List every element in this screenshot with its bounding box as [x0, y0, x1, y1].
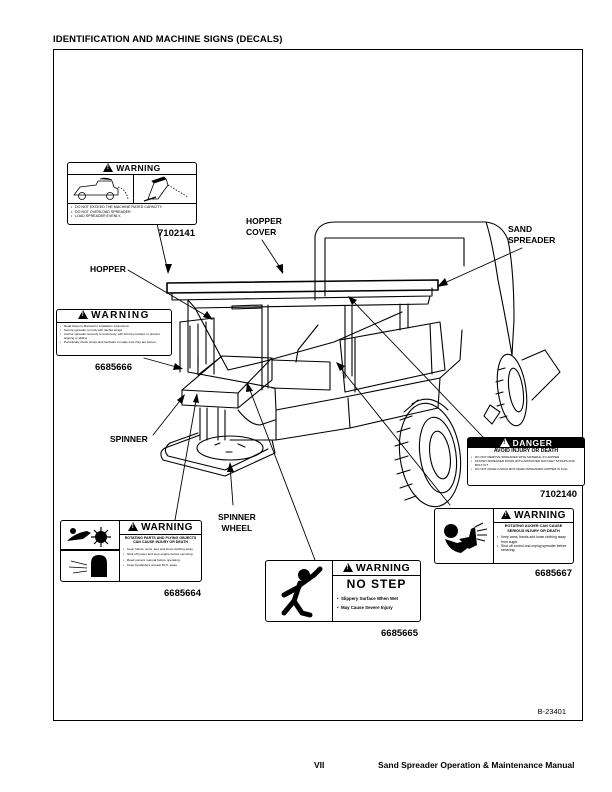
- hopper: [166, 279, 439, 391]
- decal-text-panel: WARNING NO STEP Slippery Surface When We…: [333, 561, 420, 621]
- decal-header: WARNING: [494, 509, 573, 523]
- part-number-7102140: 7102140: [540, 489, 577, 500]
- decal-pictograms: [68, 175, 196, 204]
- decal-pictograms: [61, 521, 120, 581]
- callout-sand-spreader-line1: SAND: [508, 224, 533, 234]
- decal-bullet: Keep bystanders at least 60 ft. away.: [123, 563, 198, 569]
- section-title: IDENTIFICATION AND MACHINE SIGNS (DECALS…: [53, 34, 283, 45]
- decal-header-text: WARNING: [141, 522, 193, 533]
- callout-hopper: HOPPER: [90, 264, 126, 274]
- decal-subheader: NO STEP: [346, 577, 407, 591]
- leader-lines: [127, 214, 523, 561]
- vehicle-overload-icon: [73, 177, 129, 200]
- decal-subheader: AVOID INJURY OR DEATH: [493, 448, 559, 454]
- callout-hopper-cover: HOPPER COVER: [246, 216, 282, 238]
- hand-entanglement-icon: [61, 527, 119, 551]
- decal-bullet: Keep hands, arms, feet and loose clothin…: [123, 547, 198, 553]
- rear-wheel: [483, 349, 561, 427]
- callout-spinner: SPINNER: [110, 434, 148, 444]
- footer-manual-title: Sand Spreader Operation & Maintenance Ma…: [378, 760, 575, 770]
- decal-bullet: DO NOT REMOVE SPREADER WITH MATERIAL IN …: [471, 455, 581, 459]
- figure-id: B-23401: [537, 707, 566, 716]
- decal-header: WARNING: [68, 163, 196, 175]
- decal-text-panel: WARNING ROTATING AUGER CAN CAUSE SERIOUS…: [494, 509, 573, 563]
- decal-bullet: May Cause Severe Injury: [337, 603, 416, 612]
- part-number-6685666: 6685666: [95, 362, 132, 373]
- decal-bullet: Shut off power and stop engine before se…: [123, 552, 198, 558]
- decal-bullet: DO NOT OVERLOAD SPREADER.: [71, 210, 193, 215]
- spinner-chute: [181, 355, 331, 441]
- flying-objects-icon: [68, 555, 107, 577]
- decal-header-text: WARNING: [514, 510, 566, 521]
- decal-bullet: Read Owner's Manual for installation ins…: [60, 324, 168, 328]
- hand-in-auger-icon: [444, 509, 494, 563]
- decal-7102140: DANGER AVOID INJURY OR DEATH DO NOT REMO…: [467, 437, 585, 486]
- decal-header-text: WARNING: [91, 310, 150, 321]
- callout-hopper-cover-line2: COVER: [246, 227, 277, 237]
- decal-6685667: WARNING ROTATING AUGER CAN CAUSE SERIOUS…: [434, 508, 574, 564]
- figure-frame: [53, 49, 583, 721]
- decal-header-text: DANGER: [512, 438, 553, 448]
- warning-triangle-icon: [103, 163, 114, 172]
- warning-triangle-icon: [342, 563, 353, 572]
- decal-text-panel: WARNING ROTATING PARTS AND FLYING OBJECT…: [120, 521, 201, 581]
- warning-triangle-icon: [78, 310, 89, 319]
- decal-bullets: Keep arms, hands and loose clothing away…: [494, 534, 573, 554]
- slipping-person-icon: [281, 561, 333, 621]
- warning-triangle-icon: [499, 438, 510, 447]
- part-number-7102141: 7102141: [158, 228, 195, 239]
- decal-bullet: FASTEN SPREADER DOWN WITH APPROVED RATCH…: [471, 459, 581, 467]
- decal-7102141: WARNING DO NOT EXCEED THE MACHINE RATED …: [67, 162, 197, 225]
- decal-bullets: Keep hands, arms, feet and loose clothin…: [120, 546, 201, 570]
- decal-bullet: Read owners manual before operating.: [123, 558, 198, 564]
- decal-bullet: LOAD SPREADER EVENLY.: [71, 214, 193, 219]
- callout-spinner-wheel-line1: SPINNER: [218, 512, 256, 522]
- decal-bullets: DO NOT REMOVE SPREADER WITH MATERIAL IN …: [468, 455, 584, 471]
- part-number-6685665: 6685665: [381, 628, 418, 639]
- decal-6685665: WARNING NO STEP Slippery Surface When We…: [265, 560, 421, 622]
- decal-header-text: WARNING: [116, 163, 161, 173]
- callout-sand-spreader: SAND SPREADER: [508, 224, 555, 246]
- decal-bullets: Read Owner's Manual for installation ins…: [57, 323, 171, 345]
- part-number-6685664: 6685664: [164, 588, 201, 599]
- decal-bullets: DO NOT EXCEED THE MACHINE RATED CAPACITY…: [68, 204, 196, 220]
- spinner-wheel: [160, 432, 276, 477]
- decal-bullet: Secure spreader to truck with ratchet st…: [60, 328, 168, 332]
- decal-header-text: WARNING: [355, 562, 411, 574]
- warning-triangle-icon: [128, 522, 139, 531]
- warning-triangle-icon: [501, 510, 512, 519]
- decal-header: WARNING: [120, 521, 201, 535]
- decal-bullets: Slippery Surface When Wet May Cause Seve…: [333, 592, 420, 614]
- callout-sand-spreader-line2: SPREADER: [508, 235, 556, 245]
- decal-bullet: Keep arms, hands and loose clothing away…: [497, 535, 570, 544]
- decal-bullet: Shut off control and unplug spreader bef…: [497, 544, 570, 553]
- tipping-spreader-icon: [144, 176, 189, 202]
- decal-bullet: DO NOT EXCEED THE MACHINE RATED CAPACITY…: [71, 205, 193, 210]
- part-number-6685667: 6685667: [535, 568, 572, 579]
- decal-subheader: ROTATING AUGER CAN CAUSE SERIOUS INJURY …: [504, 524, 563, 533]
- callout-spinner-wheel-line2: WHEEL: [221, 523, 253, 533]
- decal-header: WARNING: [333, 561, 420, 576]
- callout-hopper-cover-line1: HOPPER: [246, 216, 282, 226]
- decal-subheader: ROTATING PARTS AND FLYING OBJECTS CAN CA…: [124, 536, 197, 545]
- decal-bullet: Periodically check straps and hardware t…: [60, 340, 168, 344]
- decal-header: WARNING: [57, 310, 171, 323]
- arrowheads: [165, 264, 448, 472]
- decal-header: DANGER: [468, 438, 584, 448]
- truck-body: [179, 299, 463, 441]
- callout-spinner-wheel: SPINNER WHEEL: [218, 512, 256, 534]
- decal-6685664: WARNING ROTATING PARTS AND FLYING OBJECT…: [60, 520, 202, 582]
- decal-bullet: Anchor spreader securely to truck body, …: [60, 332, 168, 340]
- decal-bullet: Slippery Surface When Wet: [337, 594, 416, 603]
- truck-cab: [314, 221, 515, 356]
- decal-bullet: DO NOT RAISE CARGO BOX WHEN SPREADER HOP…: [471, 467, 581, 471]
- decal-6685666: WARNING Read Owner's Manual for installa…: [56, 309, 172, 356]
- footer-page-number: VII: [314, 760, 325, 770]
